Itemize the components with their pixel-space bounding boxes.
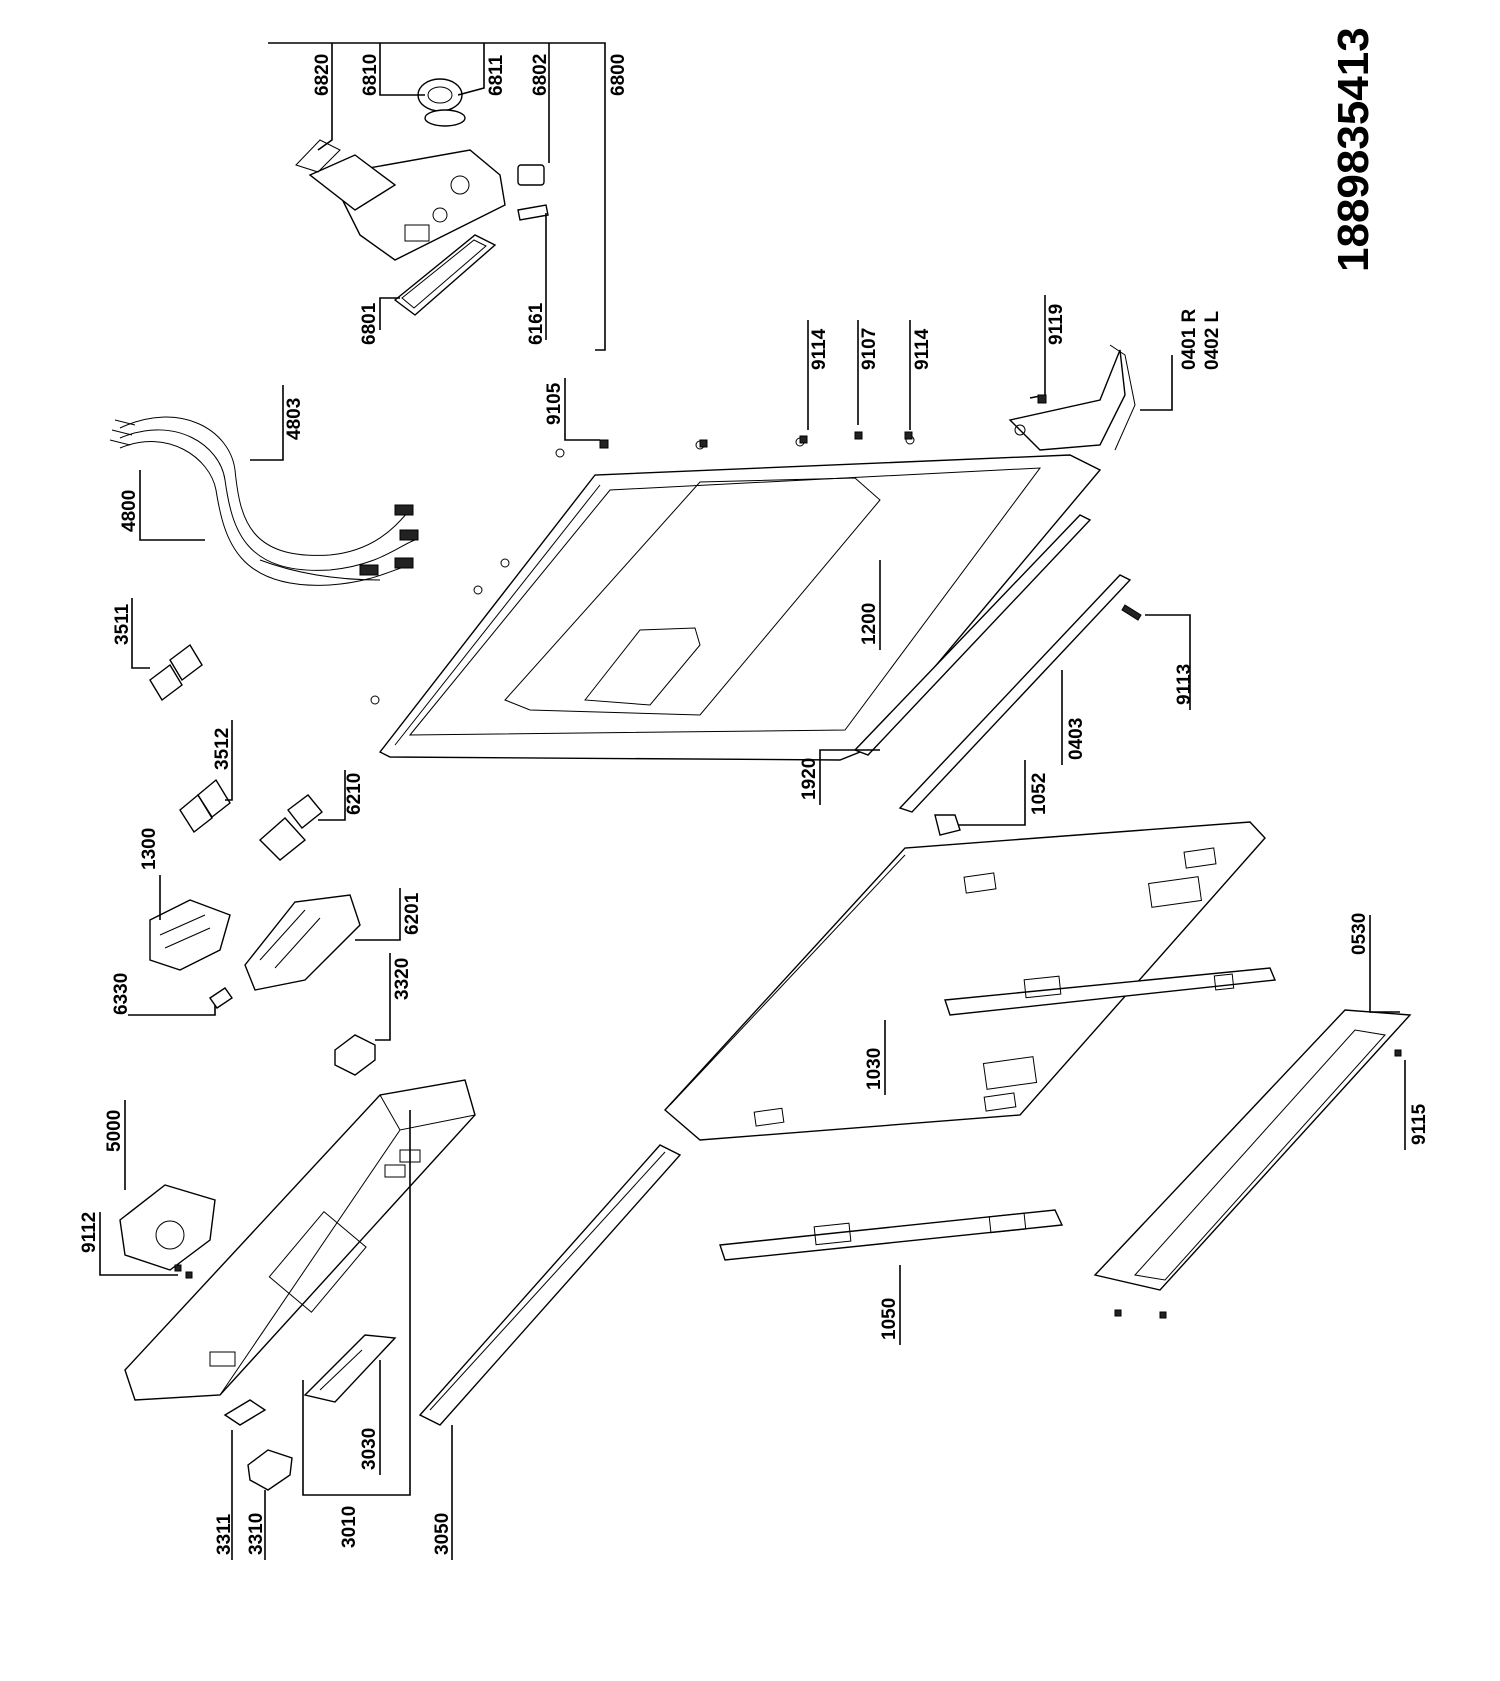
microswitch-6210 xyxy=(258,794,323,861)
callout-5000: 5000 xyxy=(104,1110,125,1152)
leaders-6800 xyxy=(268,42,606,351)
button-3320 xyxy=(334,1034,376,1076)
dispenser-ring xyxy=(424,109,466,127)
dispenser-spring-6161 xyxy=(517,204,549,221)
leaders-4800 xyxy=(139,385,284,541)
door-lock-1300 xyxy=(149,899,233,1009)
callout-0401: 0401 R xyxy=(1179,308,1200,370)
callout-3511: 3511 xyxy=(112,603,133,645)
callout-9113: 9113 xyxy=(1174,664,1195,705)
callout-3320: 3320 xyxy=(392,958,413,1000)
callout-9115: 9115 xyxy=(1409,1103,1430,1145)
callout-0530: 0530 xyxy=(1349,913,1370,955)
callout-6161: 6161 xyxy=(526,302,547,345)
callout-3310: 3310 xyxy=(246,1513,267,1555)
leaders-1300 xyxy=(128,875,216,1016)
side-rail-3050 xyxy=(418,1144,682,1426)
door-hinge xyxy=(1008,344,1136,451)
callout-1920: 1920 xyxy=(799,758,820,800)
callout-9114-right: 9114 xyxy=(912,328,933,370)
door-rail-upper xyxy=(944,967,1277,1016)
callout-3030: 3030 xyxy=(359,1428,380,1470)
cap-set-3511 xyxy=(149,643,203,702)
callout-4800: 4800 xyxy=(119,490,140,532)
callout-6802: 6802 xyxy=(530,54,551,96)
lock-latch-6330 xyxy=(209,987,233,1009)
callout-1300: 1300 xyxy=(139,828,160,870)
callout-0402: 0402 L xyxy=(1202,310,1223,370)
callout-3311: 3311 xyxy=(214,1513,235,1555)
knob-3310 xyxy=(247,1449,293,1491)
leader-3320 xyxy=(375,953,391,1041)
leaders-knob xyxy=(231,1430,266,1560)
door-rail-lower xyxy=(719,1209,1064,1261)
callout-6820: 6820 xyxy=(312,54,333,96)
callout-3512: 3512 xyxy=(212,728,233,770)
control-panel-3010 xyxy=(124,1079,476,1401)
dispenser-frame xyxy=(295,139,341,173)
drain-motor-5000 xyxy=(119,1184,216,1271)
callout-3010: 3010 xyxy=(339,1506,360,1548)
callout-9107: 9107 xyxy=(859,328,880,370)
leaders-5000 xyxy=(99,1100,178,1276)
callout-1050: 1050 xyxy=(879,1298,900,1340)
leaders-0530 xyxy=(1369,915,1406,1150)
callout-1200: 1200 xyxy=(859,603,880,645)
outer-door-panel xyxy=(663,821,1266,1141)
screws-upper xyxy=(599,394,1047,449)
callout-6810: 6810 xyxy=(360,54,381,96)
leaders-hinge xyxy=(564,295,1173,441)
knob-3311 xyxy=(223,1399,267,1426)
harness-connector xyxy=(394,504,414,516)
callout-9105: 9105 xyxy=(544,382,565,425)
callout-6201: 6201 xyxy=(402,892,423,935)
callout-3050: 3050 xyxy=(432,1513,453,1555)
document-number: 1889835413 xyxy=(1329,27,1378,272)
callout-0403: 0403 xyxy=(1066,718,1087,760)
leader-3512 xyxy=(225,720,233,801)
callout-6811: 6811 xyxy=(486,54,507,96)
dispenser-lid xyxy=(308,154,397,211)
cap-set-3512 xyxy=(179,778,231,834)
lock-module-6201 xyxy=(244,894,361,991)
wiring-harness xyxy=(109,416,419,586)
dispenser-assembly xyxy=(295,78,549,316)
callout-6330: 6330 xyxy=(111,973,132,1015)
callout-6801: 6801 xyxy=(359,302,380,345)
callout-9114-left: 9114 xyxy=(809,328,830,370)
bottom-frame xyxy=(1093,1009,1412,1319)
leaders-3010 xyxy=(302,1110,411,1496)
callout-1030: 1030 xyxy=(864,1048,885,1090)
callout-6800: 6800 xyxy=(608,54,629,96)
dispenser-clip-6802 xyxy=(517,164,545,186)
callout-1052: 1052 xyxy=(1029,773,1050,815)
callout-9119: 9119 xyxy=(1046,304,1067,345)
callout-4803: 4803 xyxy=(284,398,305,440)
door-strips xyxy=(853,514,1142,813)
leader-6210 xyxy=(318,770,346,821)
callout-9112: 9112 xyxy=(79,1212,100,1253)
callout-6210: 6210 xyxy=(344,773,365,815)
dispenser-gasket xyxy=(393,234,497,316)
door-handle-3030 xyxy=(303,1334,397,1403)
leaders-strips xyxy=(819,614,1191,826)
clip-1052 xyxy=(934,814,961,836)
screws-panel xyxy=(174,1264,193,1279)
leader-6201 xyxy=(355,888,401,941)
leader-3511 xyxy=(131,598,150,669)
